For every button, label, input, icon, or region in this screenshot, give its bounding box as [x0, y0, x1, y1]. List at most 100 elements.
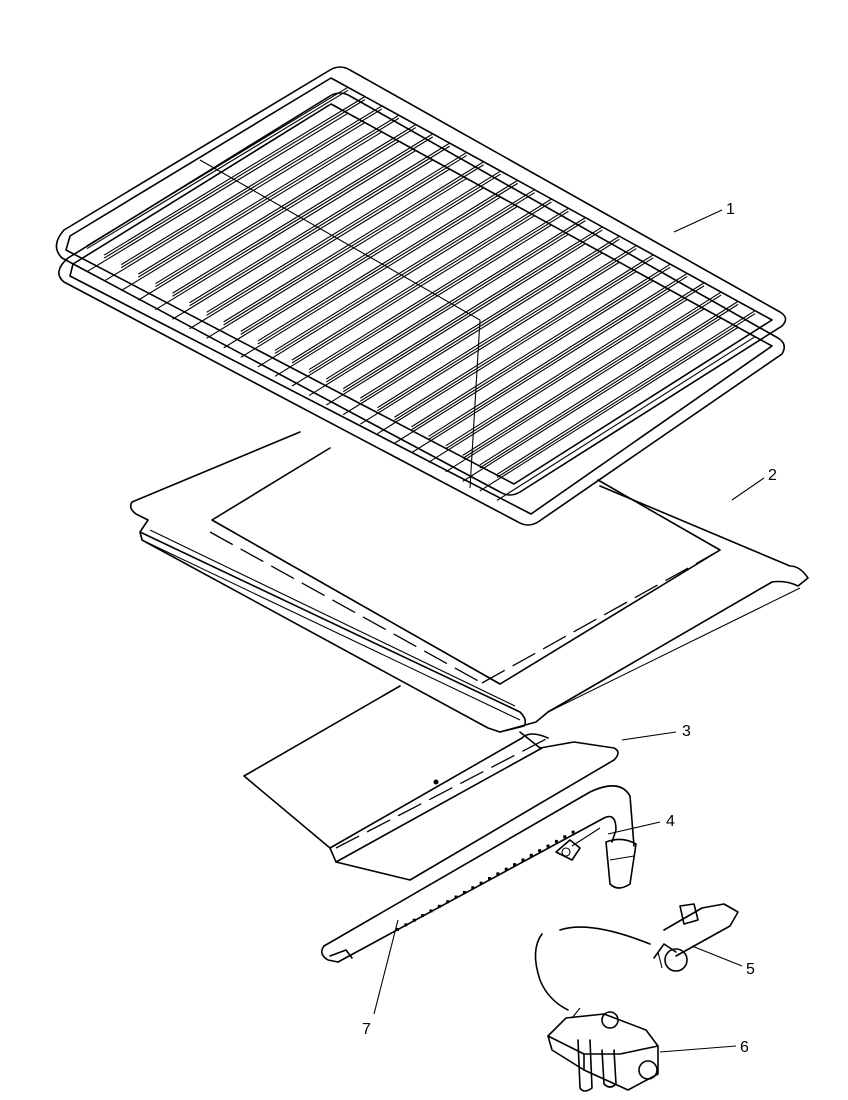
rack-wire — [86, 112, 349, 273]
rack-wire — [189, 145, 451, 307]
oven-bottom-panel-part — [129, 431, 809, 733]
burner-port — [571, 830, 575, 834]
rack-wire — [496, 313, 756, 478]
rack-wire — [496, 310, 756, 475]
rack-wire — [342, 229, 603, 393]
rack-wire — [274, 189, 535, 351]
rack-wire — [120, 105, 383, 266]
rack-wire — [257, 182, 518, 345]
rack-wire — [479, 326, 739, 492]
rack-wire — [360, 235, 620, 399]
rack-wire — [155, 124, 417, 285]
rack-wire — [394, 254, 654, 418]
rack-wire — [223, 187, 484, 349]
rack-wire — [479, 300, 739, 466]
burner-port — [412, 918, 416, 922]
rack-wire — [189, 142, 451, 304]
burner-port — [462, 890, 466, 894]
leader-lines — [373, 209, 765, 1053]
rack-wire — [138, 140, 400, 301]
rack-wire — [428, 272, 688, 437]
rack-wire — [445, 282, 705, 447]
rack-wire — [308, 210, 569, 374]
rack-wire — [308, 207, 569, 371]
burner-port — [563, 835, 567, 839]
rack-wire — [308, 233, 569, 397]
rack-wire — [291, 224, 552, 387]
rack-wire — [172, 136, 434, 297]
rack-wire — [138, 117, 400, 278]
rack-wire — [325, 220, 586, 383]
callout-4: 4 — [666, 813, 675, 830]
burner-port — [479, 881, 483, 885]
rack-wire — [155, 150, 417, 311]
rack-wire — [462, 294, 722, 459]
rack-wire — [86, 89, 349, 250]
rack-wire — [206, 154, 467, 316]
rack-wire — [462, 291, 722, 456]
oven-rack-part — [55, 66, 787, 526]
igniter-bracket-part — [555, 827, 601, 861]
rack-wire — [257, 205, 518, 368]
rack-wire — [325, 217, 586, 380]
callout-1: 1 — [726, 201, 735, 218]
burner-port — [513, 863, 517, 867]
gas-valve-part — [547, 1007, 659, 1092]
rack-wire — [291, 201, 552, 364]
burner-baffle-part — [243, 685, 619, 881]
callout-3: 3 — [682, 723, 691, 740]
burner-port — [529, 853, 533, 857]
rack-wire — [360, 261, 620, 425]
burner-port — [404, 923, 408, 927]
rack-wire — [120, 131, 383, 292]
rack-wire — [479, 303, 739, 469]
burner-port — [496, 872, 500, 876]
rack-wire — [86, 86, 349, 247]
rack-wire — [240, 170, 501, 332]
burner-port — [488, 877, 491, 880]
rack-wire — [445, 308, 705, 473]
rack-wire — [291, 198, 552, 361]
rack-wire — [394, 280, 654, 444]
rack-wire — [274, 215, 535, 377]
burner-port — [429, 909, 433, 913]
rack-wire — [257, 179, 518, 342]
rack-wire — [223, 164, 484, 326]
rack-wire — [377, 245, 637, 409]
burner-port — [396, 928, 399, 931]
rack-wire — [411, 266, 671, 431]
burner-port — [504, 867, 508, 871]
rack-wire — [103, 99, 366, 259]
burner-tube-part — [320, 785, 637, 963]
rack-wire — [206, 177, 467, 339]
rack-wire — [189, 168, 451, 330]
rack-wire — [428, 298, 688, 463]
rack-wire — [462, 317, 722, 482]
rack-wire — [377, 271, 637, 435]
rack-wire — [496, 336, 756, 501]
callout-2: 2 — [768, 467, 777, 484]
rack-wire — [411, 263, 671, 428]
rack-wire — [360, 238, 620, 402]
callout-7: 7 — [362, 1021, 371, 1038]
rack-wire — [138, 114, 400, 275]
burner-port — [437, 904, 441, 908]
rack-wire — [103, 96, 366, 256]
rack-wire — [223, 161, 484, 323]
rack-wire — [206, 151, 467, 313]
rack-wire — [445, 285, 705, 450]
burner-port — [446, 900, 450, 904]
rack-wire — [172, 159, 434, 320]
burner-port — [521, 858, 525, 862]
burner-port — [538, 849, 542, 853]
burner-port — [421, 914, 425, 918]
rack-wire — [172, 133, 434, 294]
rack-wire — [274, 192, 535, 354]
rack-wire — [103, 122, 366, 282]
rack-wire — [377, 248, 637, 412]
callout-6: 6 — [740, 1039, 749, 1056]
igniter-part — [534, 903, 739, 1011]
rack-wire — [394, 257, 654, 421]
rack-wire — [120, 108, 383, 269]
